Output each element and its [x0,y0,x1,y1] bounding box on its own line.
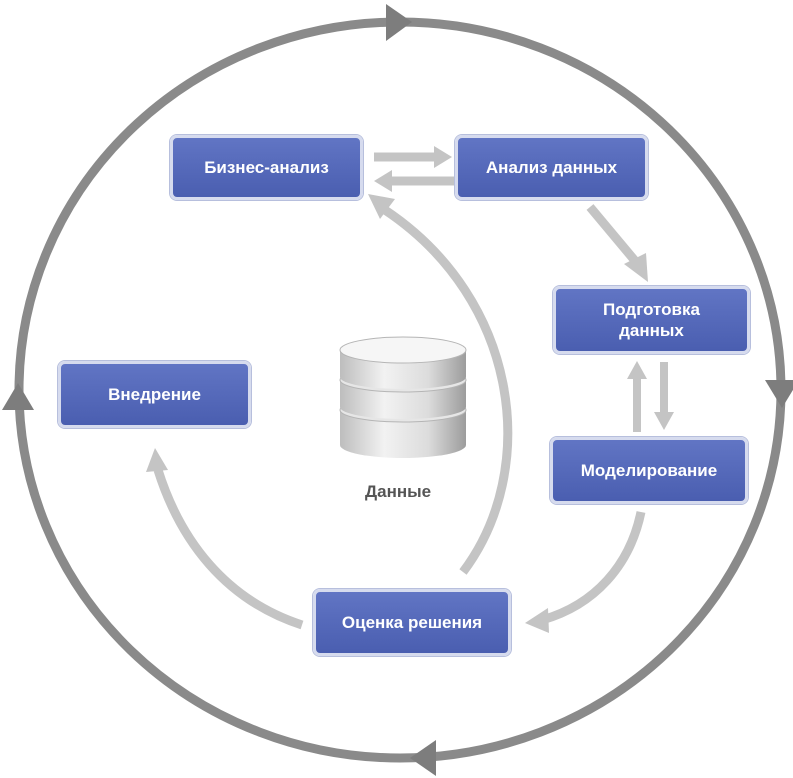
node-modeling: Моделирование [550,437,748,504]
arrow-head-left-curved-icon [525,608,549,633]
outer-cycle [2,4,793,776]
arrow-data-analysis-to-preparation [586,204,640,265]
node-data-preparation-label-line1: Подготовка [603,300,700,319]
arrow-head-up-left-icon [368,194,395,219]
arrow-head-up-curved-icon [146,448,168,472]
node-data-preparation: Подготовка данных [553,286,750,354]
node-deployment: Внедрение [58,361,251,428]
node-deployment-label: Внедрение [108,385,201,404]
arrow-head-right-icon [434,146,452,168]
node-evaluation: Оценка решения [313,589,511,656]
arrow-head-down-icon [654,412,674,430]
node-data-analysis: Анализ данных [455,135,648,200]
node-modeling-label: Моделирование [580,461,718,480]
database-cylinder-icon [339,336,467,458]
cycle-arrow-bottom-icon [410,740,436,776]
node-evaluation-label: Оценка решения [341,613,483,632]
arrow-head-left-icon [374,170,392,192]
cycle-arrow-right-icon [765,380,793,408]
node-data-analysis-label: Анализ данных [485,158,618,177]
cycle-arrow-top-icon [386,4,412,41]
inner-arrows [146,146,674,633]
center-data-label: Данные [365,482,432,501]
arrow-head-up-icon [627,361,647,379]
node-data-preparation-label-line2: данных [619,321,684,340]
arrow-evaluation-to-business [382,206,513,575]
arrow-modeling-to-evaluation [540,511,646,625]
node-business-analysis: Бизнес-анализ [170,135,363,200]
arrow-head-diagonal-icon [624,253,648,282]
arrow-evaluation-to-deployment [153,468,304,630]
cycle-arrow-left-icon [2,383,34,410]
node-business-analysis-label: Бизнес-анализ [204,158,329,177]
